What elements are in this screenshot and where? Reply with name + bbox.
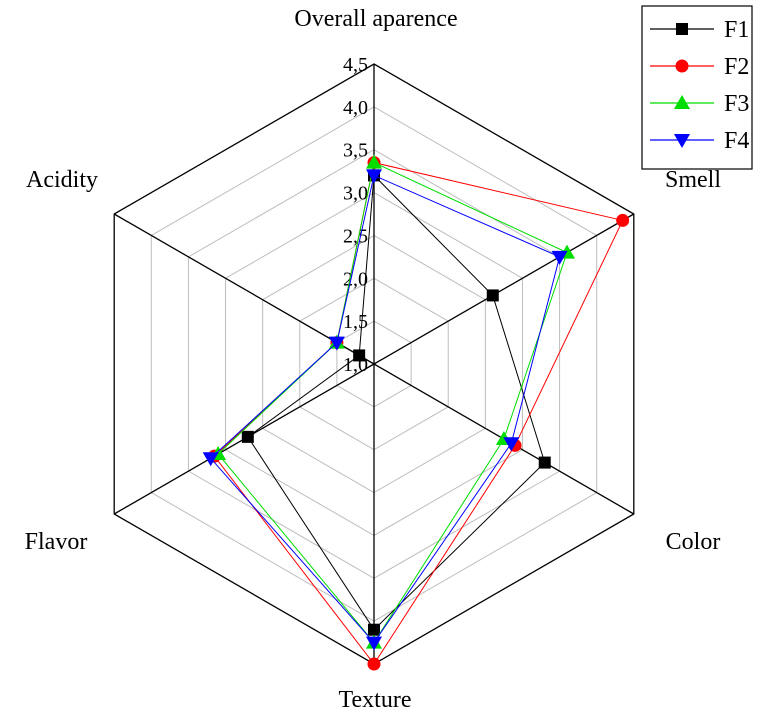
data-point xyxy=(551,250,568,265)
tick-label: 4,0 xyxy=(343,97,368,119)
legend-label: F4 xyxy=(724,128,749,154)
legend-marker xyxy=(674,134,690,148)
legend-marker xyxy=(674,95,690,109)
tick-label: 3,0 xyxy=(343,183,368,205)
data-point xyxy=(538,456,551,469)
data-point xyxy=(616,213,630,227)
tick-label: 2,0 xyxy=(343,268,368,290)
axis-label: Texture xyxy=(339,687,412,713)
axis-label: Color xyxy=(666,529,721,555)
data-point xyxy=(486,289,499,302)
legend-item-f3: F3 xyxy=(650,91,749,117)
series-f2 xyxy=(207,156,630,671)
data-point xyxy=(368,623,380,636)
axis-spoke xyxy=(373,213,635,365)
tick-label: 3,5 xyxy=(343,140,368,162)
axis-label: Overall aparence xyxy=(294,6,457,32)
legend-marker xyxy=(676,23,688,35)
data-point xyxy=(202,452,219,467)
radar-series xyxy=(202,154,630,671)
data-point xyxy=(353,349,366,362)
tick-label: 4,5 xyxy=(343,54,368,76)
series-line xyxy=(213,161,624,665)
radial-tick-labels: 1,01,52,02,53,03,54,04,5 xyxy=(343,54,368,376)
legend-marker xyxy=(675,59,689,73)
tick-label: 1,5 xyxy=(343,311,368,333)
series-line xyxy=(247,174,546,631)
legend-box xyxy=(641,5,753,170)
series-f3 xyxy=(210,154,575,649)
radar-axes xyxy=(113,64,635,664)
data-point xyxy=(366,169,382,184)
legend-item-f1: F1 xyxy=(650,17,749,43)
axis-label: Flavor xyxy=(25,529,88,555)
series-f1 xyxy=(241,169,551,636)
data-point xyxy=(366,636,382,651)
data-point xyxy=(328,336,345,351)
axis-label: Smell xyxy=(665,167,721,193)
data-point xyxy=(241,430,254,443)
axis-label: Acidity xyxy=(26,167,98,193)
data-point xyxy=(503,437,520,452)
data-point xyxy=(366,154,382,169)
legend-label: F3 xyxy=(724,91,749,117)
data-point xyxy=(367,657,381,671)
tick-label: 2,5 xyxy=(343,225,368,247)
series-f4 xyxy=(202,169,568,651)
series-line xyxy=(217,161,568,644)
legend-item-f4: F4 xyxy=(650,128,749,154)
legend-label: F2 xyxy=(724,54,749,80)
legend-item-f2: F2 xyxy=(650,54,749,80)
legend-label: F1 xyxy=(724,17,749,43)
